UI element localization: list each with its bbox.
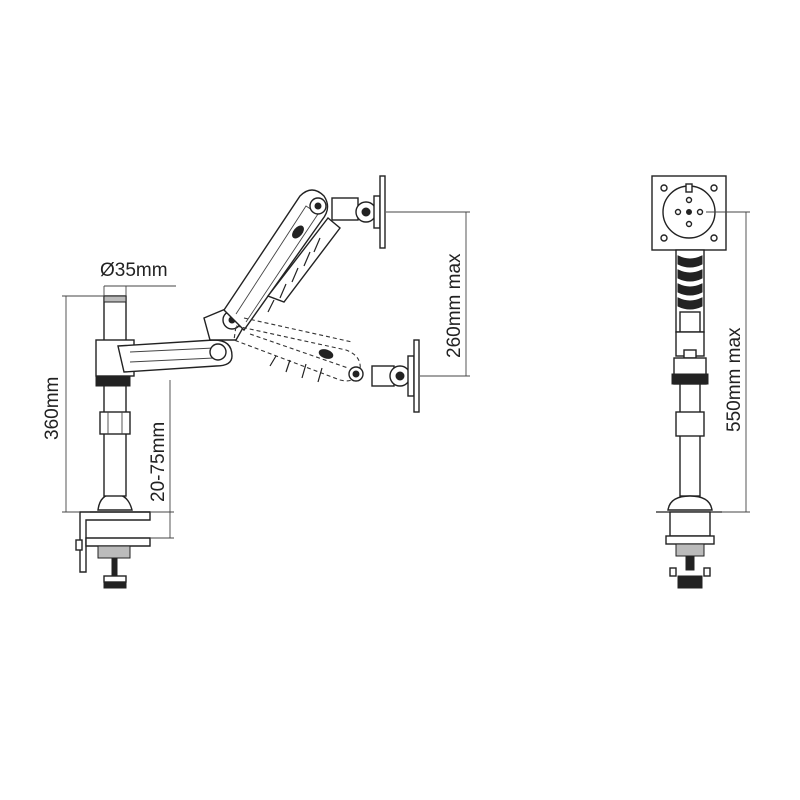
lower-arm bbox=[117, 339, 233, 373]
dimension-max-height: 550mm max bbox=[706, 211, 750, 513]
dimension-desk-thickness: 20-75mm bbox=[148, 380, 174, 539]
vesa-plate bbox=[651, 175, 727, 251]
front-clamp bbox=[665, 511, 715, 589]
pole-base bbox=[90, 493, 150, 513]
gas-arm-raised bbox=[223, 189, 341, 332]
front-pole bbox=[656, 357, 722, 513]
pole bbox=[95, 295, 135, 497]
desk-clamp bbox=[75, 511, 151, 589]
dimension-vertical-travel: 260mm max bbox=[386, 211, 470, 377]
pole-diameter-label: Ø35mm bbox=[100, 260, 168, 281]
desk-thickness-label: 20-75mm bbox=[148, 422, 169, 502]
front-view: 550mm max bbox=[651, 175, 750, 589]
pole-height-label: 360mm bbox=[42, 377, 63, 440]
dimension-pole-diameter: Ø35mm bbox=[100, 260, 176, 296]
vertical-travel-label: 260mm max bbox=[444, 253, 465, 358]
front-arm bbox=[675, 249, 705, 359]
max-height-label: 550mm max bbox=[724, 327, 745, 432]
tilt-head-raised bbox=[331, 175, 386, 249]
dimension-pole-height: 360mm bbox=[42, 295, 104, 513]
tilt-head-lowered bbox=[371, 339, 420, 413]
side-view: Ø35mm 360mm 20-75mm 260mm max bbox=[42, 175, 470, 589]
gas-arm-lowered bbox=[233, 317, 364, 383]
